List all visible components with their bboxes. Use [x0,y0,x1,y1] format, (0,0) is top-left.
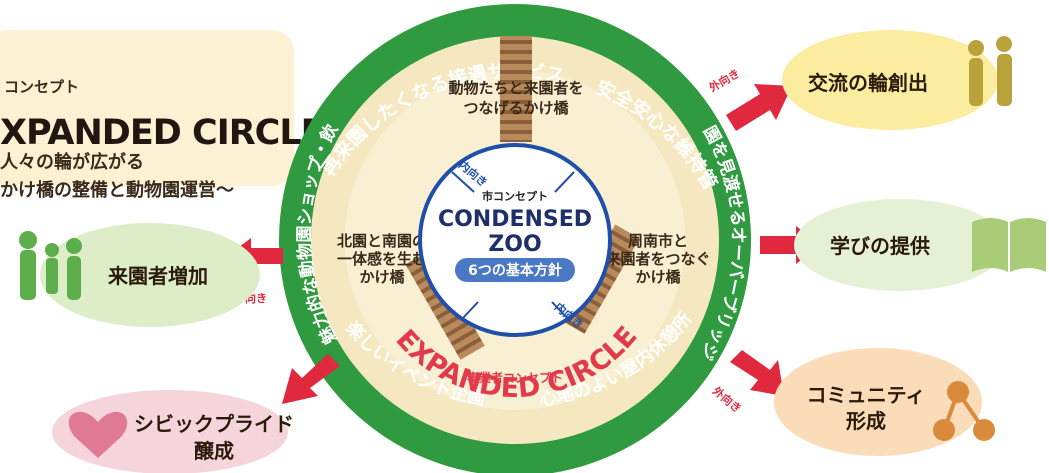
zoo-title: ZOO [488,232,541,257]
policy-label: 6つの基本方針 [468,262,562,279]
outcome-bubble-exchange [782,30,998,130]
book-icon [972,218,1046,272]
inward-arrow [451,171,475,193]
outcome-community-line2: 形成 [846,409,886,433]
city-concept-label: 市コンセプト [482,189,548,203]
bridge-right-line2: 来園者をつなぐ [604,250,710,268]
family-icon [19,231,82,300]
bridge-top-line2: つなげるかけ橋 [463,99,569,117]
outcome-civic-line2: 醸成 [194,439,234,463]
concept-panel: コンセプト XPANDED CIRCLE』 人々の輪が広がる かけ橋の整備と動物… [0,30,359,201]
concept-line-1: コンセプト [4,78,80,96]
heart-icon [68,411,128,458]
center-circle [418,143,612,337]
operator-concept-label: 事業者コンセプト [467,370,563,385]
condensed-title: CONDENSED [438,207,592,232]
policy-pill [455,258,575,282]
concept-line-3: 人々の輪が広がる [0,152,144,173]
bridge-right-line3: かけ橋 [635,268,681,286]
concept-line-4: かけ橋の整備と動物園運営〜 [0,180,234,201]
inward-arrows [451,171,575,319]
outcome-civic-line1: シビックプライド [134,412,294,436]
outcome-exchange: 交流の輪創出 [808,71,928,95]
bridge-left-line1: 北園と南園の [337,232,427,250]
arrow-to-civic [282,354,340,404]
outward-label-community: 外向き [709,383,744,416]
bridge-left-line2: 一体感を生む [337,250,427,268]
outcome-bubble-visitors [40,223,260,327]
outcome-bubble-community [774,348,982,456]
outcome-visitors: 来園者増加 [107,264,208,288]
network-icon [933,381,995,441]
inward-arrow [462,301,479,319]
bridge-top [500,36,532,142]
inward-arrow [554,171,575,193]
bridge-top-line1: 動物たちと来園者を [448,79,583,97]
arrow-to-exchange [726,84,792,131]
outward-label-exchange: 外向き [706,66,742,95]
outcome-learning: 学びの提供 [830,234,930,258]
outcome-bubble-learning [794,199,1006,291]
arrow-to-community [730,350,784,396]
bridge-right-line1: 周南市と [628,232,688,250]
bridge-left-line3: かけ橋 [359,268,405,286]
inward-arrow [551,301,568,319]
outcome-community-line1: コミュニティ [807,383,926,407]
people-icon [968,36,1012,106]
outcome-bubble-civic [52,390,288,473]
